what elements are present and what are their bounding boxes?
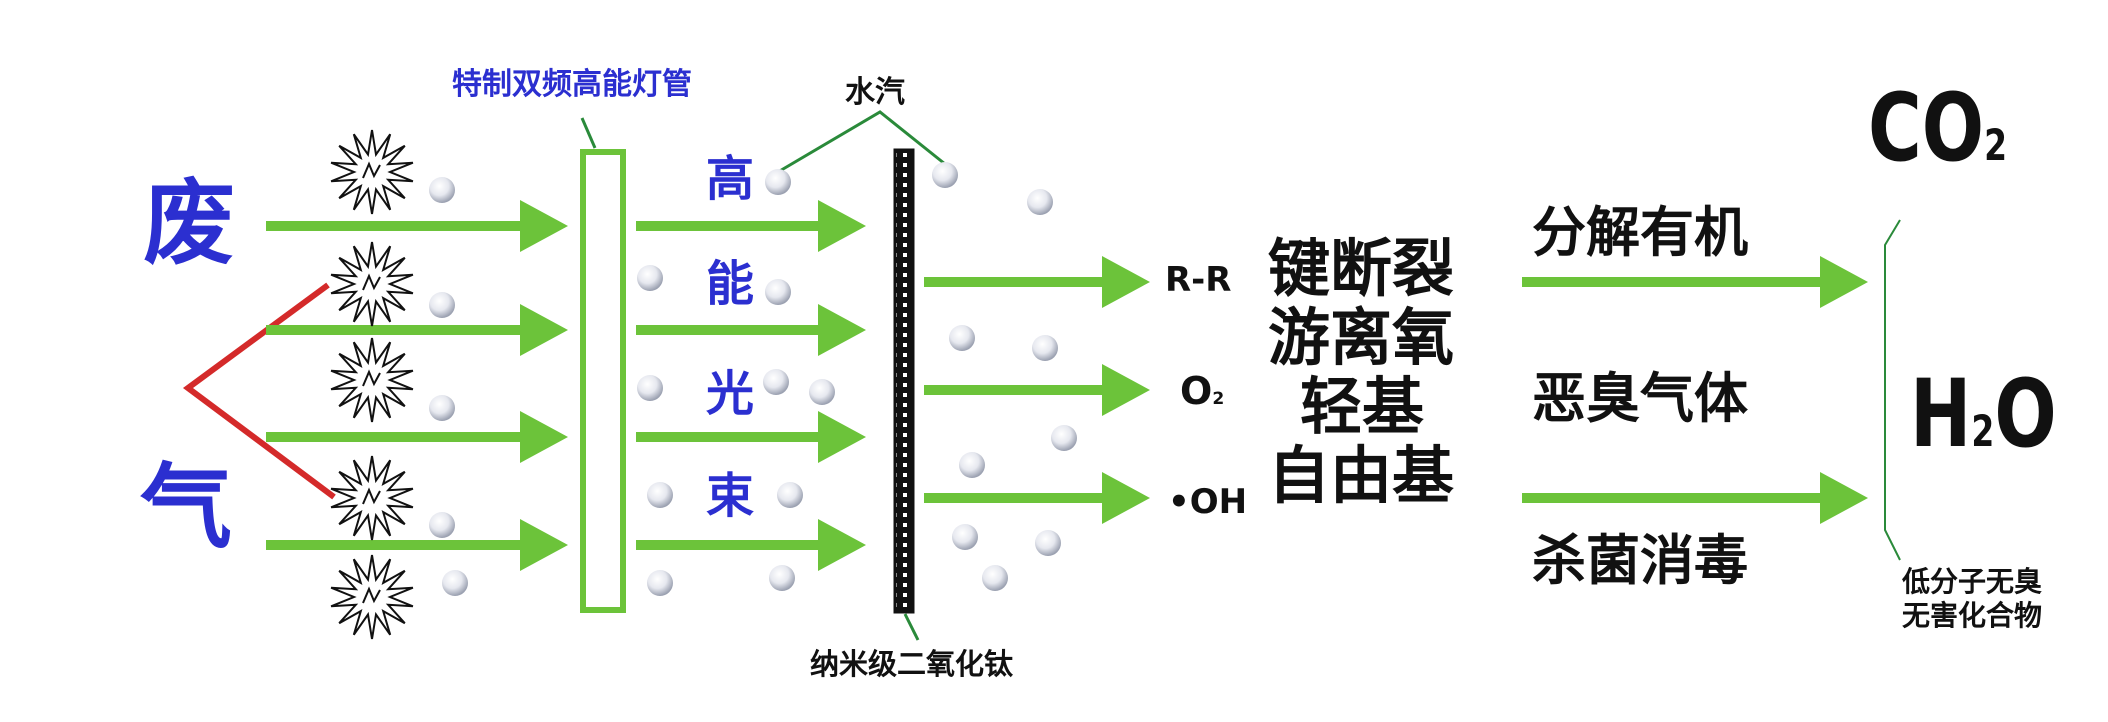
inlet-arrow-2 xyxy=(266,304,568,356)
bubble-group xyxy=(429,162,1077,596)
product-arrow-2 xyxy=(1522,472,1868,524)
effect-3: 杀菌消毒 xyxy=(1532,529,1748,592)
catalyst-plate xyxy=(893,148,915,614)
bubble-24 xyxy=(982,565,1008,591)
spark-5-inner xyxy=(362,586,381,604)
mechanism-line-4: 自由基 xyxy=(1268,439,1455,512)
beam-arrow-2 xyxy=(636,304,866,356)
bubble-3 xyxy=(429,395,455,421)
bubble-9 xyxy=(647,570,673,596)
beam-char-4: 束 xyxy=(706,468,755,524)
bubble-20 xyxy=(1051,425,1077,451)
bubble-21 xyxy=(959,452,985,478)
bubble-4 xyxy=(429,512,455,538)
species-arrow-2 xyxy=(924,364,1150,416)
products-caption-line-2: 无害化合物 xyxy=(1902,599,2043,632)
lamp-leader-line xyxy=(580,117,597,149)
bubble-12 xyxy=(763,369,789,395)
spark-2-inner xyxy=(362,273,381,291)
bubble-7 xyxy=(637,375,663,401)
effect-1: 分解有机 xyxy=(1532,201,1748,264)
beam-arrow-3 xyxy=(636,411,866,463)
lamp-label: 特制双频高能灯管 xyxy=(452,67,692,102)
beam-char-1: 高 xyxy=(706,151,755,207)
mechanism-line-2: 游离氧 xyxy=(1268,301,1455,374)
products-caption-line-1: 低分子无臭 xyxy=(1902,565,2043,598)
spark-group xyxy=(330,129,414,640)
bubble-23 xyxy=(1035,530,1061,556)
bubble-14 xyxy=(769,565,795,591)
v-divider xyxy=(182,282,336,500)
effect-2: 恶臭气体 xyxy=(1532,367,1748,430)
products-bracket xyxy=(1884,219,1901,561)
inlet-arrow-3 xyxy=(266,411,568,463)
waste-label-top: 废 xyxy=(143,170,236,277)
mechanism-line-3: 轻基 xyxy=(1300,370,1425,443)
bubble-15 xyxy=(809,379,835,405)
species-rr: R-R xyxy=(1165,260,1232,300)
catalyst-leader-line xyxy=(903,613,920,641)
spark-1-inner xyxy=(362,161,381,179)
bubble-5 xyxy=(442,570,468,596)
beam-char-2: 能 xyxy=(706,256,755,312)
bubble-8 xyxy=(647,482,673,508)
bubble-10 xyxy=(765,169,791,195)
arrow-group xyxy=(266,200,1868,571)
mechanism-line-1: 键断裂 xyxy=(1268,232,1455,305)
product-co2: CO2 xyxy=(1868,74,2008,183)
inlet-arrow-4 xyxy=(266,519,568,571)
lamp-tube xyxy=(580,149,626,613)
inlet-arrow-1 xyxy=(266,200,568,252)
bubble-11 xyxy=(765,279,791,305)
beam-arrow-1 xyxy=(636,200,866,252)
vapor-leader-line xyxy=(777,110,951,174)
bubble-2 xyxy=(429,292,455,318)
spark-4-inner xyxy=(362,487,381,505)
species-arrow-3 xyxy=(924,472,1150,524)
bubble-1 xyxy=(429,177,455,203)
species-oh: •OH xyxy=(1168,482,1248,522)
product-h2o: H2O xyxy=(1910,360,2057,469)
vapor-label: 水汽 xyxy=(845,75,905,110)
spark-3-inner xyxy=(362,369,381,387)
bubble-16 xyxy=(932,162,958,188)
bubble-19 xyxy=(1032,335,1058,361)
product-arrow-1 xyxy=(1522,256,1868,308)
beam-char-3: 光 xyxy=(706,366,755,422)
species-o2: O2 xyxy=(1180,369,1225,413)
bubble-13 xyxy=(777,482,803,508)
beam-arrow-4 xyxy=(636,519,866,571)
species-arrow-1 xyxy=(924,256,1150,308)
catalyst-label: 纳米级二氧化钛 xyxy=(810,647,1014,681)
bubble-22 xyxy=(952,524,978,550)
bubble-17 xyxy=(1027,189,1053,215)
bubble-6 xyxy=(637,265,663,291)
waste-label-bottom: 气 xyxy=(140,454,233,561)
bubble-18 xyxy=(949,325,975,351)
